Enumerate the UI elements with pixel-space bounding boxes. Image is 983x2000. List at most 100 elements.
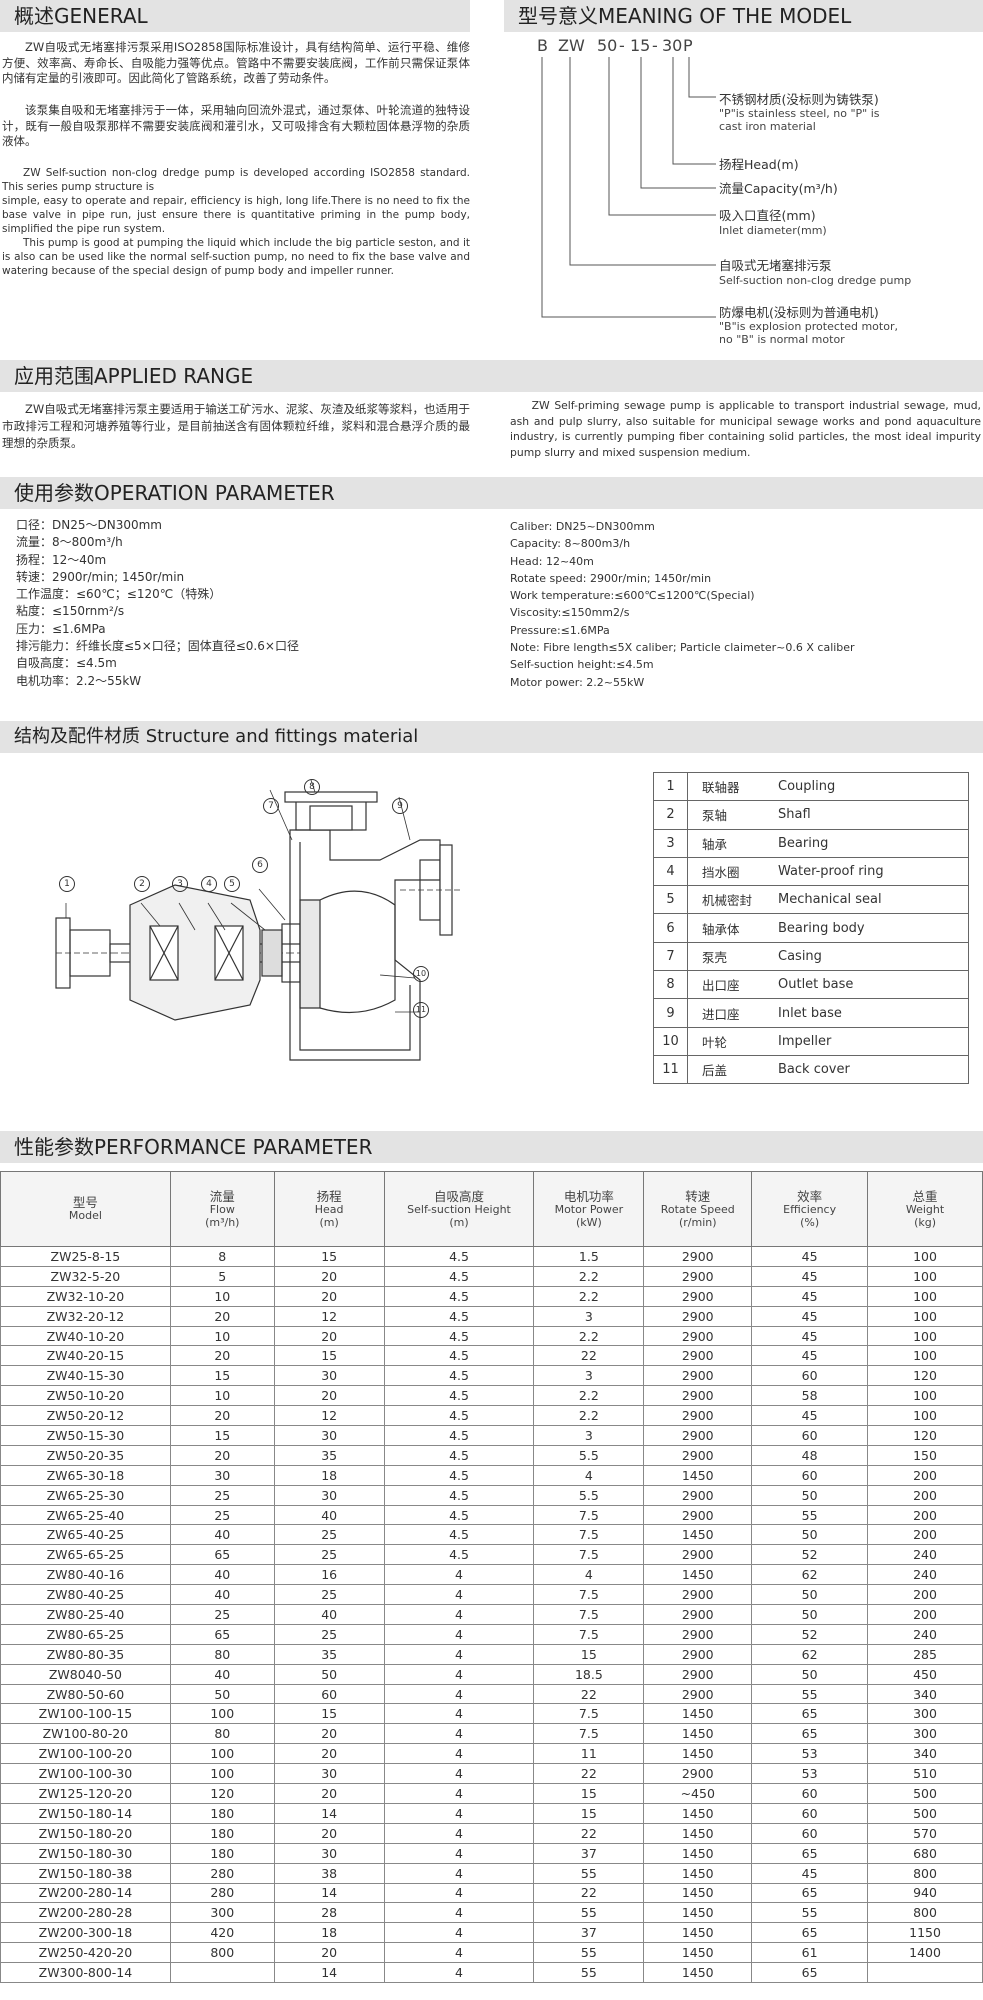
table-cell: 240 — [867, 1623, 983, 1645]
table-cell: 15 — [273, 1345, 385, 1367]
meaning-material-en-1: "P"is stainless steel, no "P" is — [719, 107, 880, 120]
table-cell: ZW50-20-35 — [0, 1444, 171, 1466]
table-cell: ZW40-10-20 — [0, 1325, 171, 1347]
table-cell: ZW100-100-30 — [0, 1763, 171, 1785]
table-cell: 2900 — [643, 1484, 753, 1506]
table-cell: 25 — [273, 1584, 385, 1606]
meaning-capacity: 流量Capacity(m³/h) — [719, 181, 838, 196]
applied-header: 应用范围APPLIED RANGE — [0, 360, 983, 392]
table-cell — [867, 1962, 983, 1983]
table-cell: 2900 — [643, 1246, 753, 1267]
column-header-zh: 效率 — [797, 1188, 823, 1204]
part-name-en: Mechanical seal — [770, 885, 969, 915]
table-cell: 30 — [273, 1425, 385, 1446]
part-name-en: Inlet base — [770, 998, 969, 1028]
table-cell: 28 — [273, 1902, 385, 1924]
table-cell: 4.5 — [383, 1504, 535, 1526]
column-header-zh: 流量 — [209, 1188, 235, 1204]
table-cell: 510 — [867, 1763, 983, 1785]
general-en-paragraph-2: simple, easy to operate and repair, effi… — [2, 195, 470, 235]
table-cell: 22 — [533, 1763, 645, 1785]
column-header-en: Efficiency — [783, 1202, 837, 1216]
table-cell: 100 — [867, 1385, 983, 1407]
column-header-en: Weight — [905, 1202, 945, 1216]
table-cell: ZW50-20-12 — [0, 1405, 171, 1427]
table-cell: 52 — [751, 1544, 869, 1566]
table-cell: 18 — [273, 1464, 385, 1486]
model-meaning-leader-lines — [541, 57, 716, 318]
table-cell: ZW200-300-18 — [0, 1922, 171, 1944]
table-cell: ZW125-120-20 — [0, 1783, 171, 1804]
table-cell: 680 — [867, 1842, 983, 1864]
table-cell: ZW50-15-30 — [0, 1425, 171, 1446]
table-cell: 25 — [169, 1604, 275, 1625]
table-cell: 22 — [533, 1345, 645, 1367]
table-cell: 45 — [751, 1305, 869, 1327]
table-cell: 50 — [751, 1524, 869, 1546]
param-en-speed: Rotate speed: 2900r/min; 1450r/min — [510, 571, 712, 585]
part-name-en: Bearing — [770, 828, 969, 858]
param-en-motor-power: Motor power: 2.2~55kW — [510, 675, 645, 689]
table-cell — [169, 1962, 275, 1983]
table-cell: 2900 — [643, 1544, 753, 1566]
column-header-u: (r/min) — [678, 1215, 717, 1229]
param-zh-capacity: 流量：8～800m³/h — [16, 535, 123, 550]
table-cell: 15 — [533, 1643, 645, 1665]
table-cell: 50 — [751, 1584, 869, 1606]
table-cell: 500 — [867, 1802, 983, 1824]
table-cell: 180 — [169, 1822, 275, 1844]
table-cell: 4.5 — [383, 1285, 535, 1307]
table-cell: 285 — [867, 1643, 983, 1665]
drawing-callout-7: 7 — [263, 798, 279, 814]
table-cell: 2900 — [643, 1265, 753, 1287]
table-cell: ZW65-40-25 — [0, 1524, 171, 1546]
table-cell: 40 — [169, 1663, 275, 1685]
column-header-zh: 型号 — [72, 1195, 98, 1210]
table-cell: 100 — [867, 1265, 983, 1287]
part-name-en: Impeller — [770, 1026, 969, 1056]
table-cell: 4.5 — [383, 1444, 535, 1466]
table-cell: 53 — [751, 1743, 869, 1765]
table-cell: 50 — [169, 1683, 275, 1705]
general-title: 概述GENERAL — [14, 4, 148, 28]
table-cell: 40 — [169, 1584, 275, 1606]
table-cell: 40 — [273, 1604, 385, 1625]
param-en-temperature: Work temperature:≤600℃≤1200℃(Special) — [510, 589, 755, 603]
table-cell: 30 — [169, 1464, 275, 1486]
meaning-motor: 防爆电机(没标则为普通电机) "B"is explosion protected… — [719, 305, 898, 346]
table-cell: 2900 — [643, 1763, 753, 1785]
table-cell: 45 — [751, 1405, 869, 1427]
table-cell: 20 — [273, 1265, 385, 1287]
table-cell: 4.5 — [383, 1544, 535, 1566]
model-code-zw: ZW — [558, 36, 585, 55]
table-cell: 12 — [273, 1405, 385, 1427]
table-cell: 800 — [169, 1942, 275, 1964]
table-cell: 37 — [533, 1842, 645, 1864]
table-cell: 4 — [383, 1663, 535, 1685]
meaning-material-en-2: cast iron material — [719, 120, 816, 133]
table-cell: ZW65-25-40 — [0, 1504, 171, 1526]
table-cell: 4 — [383, 1743, 535, 1765]
table-cell: 100 — [169, 1743, 275, 1765]
table-cell: 450 — [867, 1663, 983, 1685]
table-cell: 100 — [867, 1305, 983, 1327]
table-cell: 55 — [533, 1902, 645, 1924]
table-cell: 4 — [383, 1703, 535, 1725]
column-header-zh: 转速 — [685, 1188, 711, 1204]
table-cell: 12 — [273, 1305, 385, 1327]
table-cell: ~450 — [643, 1783, 753, 1804]
drawing-callout-11: 11 — [413, 1002, 429, 1018]
table-cell: 100 — [867, 1345, 983, 1367]
table-cell: 25 — [169, 1504, 275, 1526]
